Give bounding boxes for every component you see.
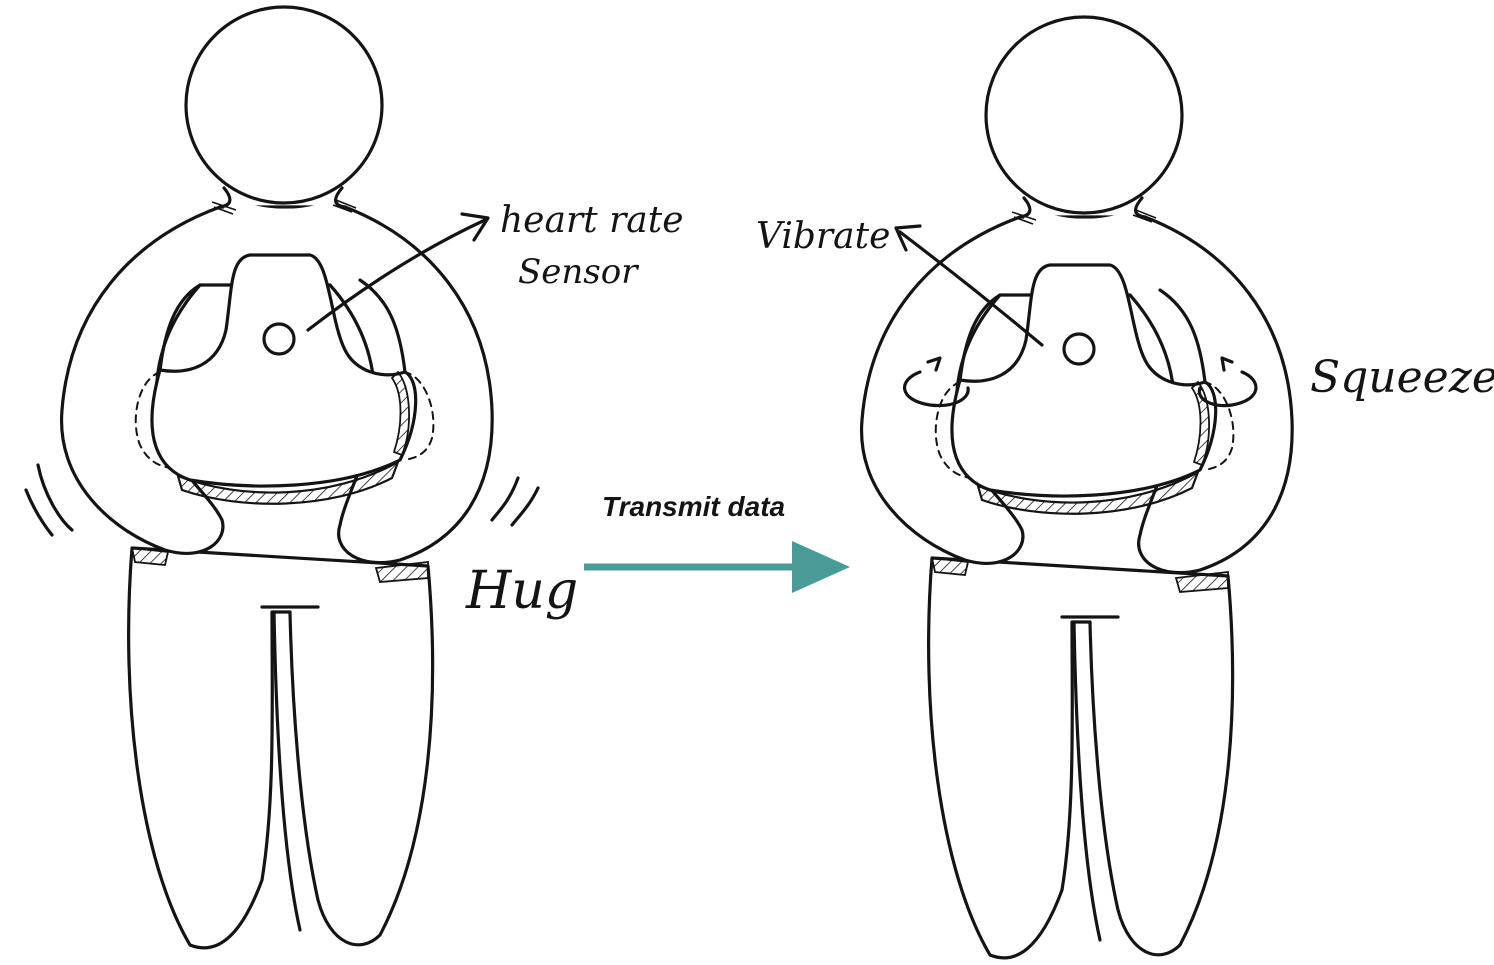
left-plush-figure [62,7,493,948]
heart-rate-label: heart rate [500,200,684,241]
transmit-data-label: Transmit data [602,491,785,522]
right-plush-figure [862,17,1293,958]
squeeze-label: Squeeze [1310,352,1494,403]
vibrate-label: Vibrate [756,216,890,257]
sensor-label: Sensor [518,252,639,292]
hug-label: Hug [465,561,578,621]
transmit-arrow [584,541,850,593]
